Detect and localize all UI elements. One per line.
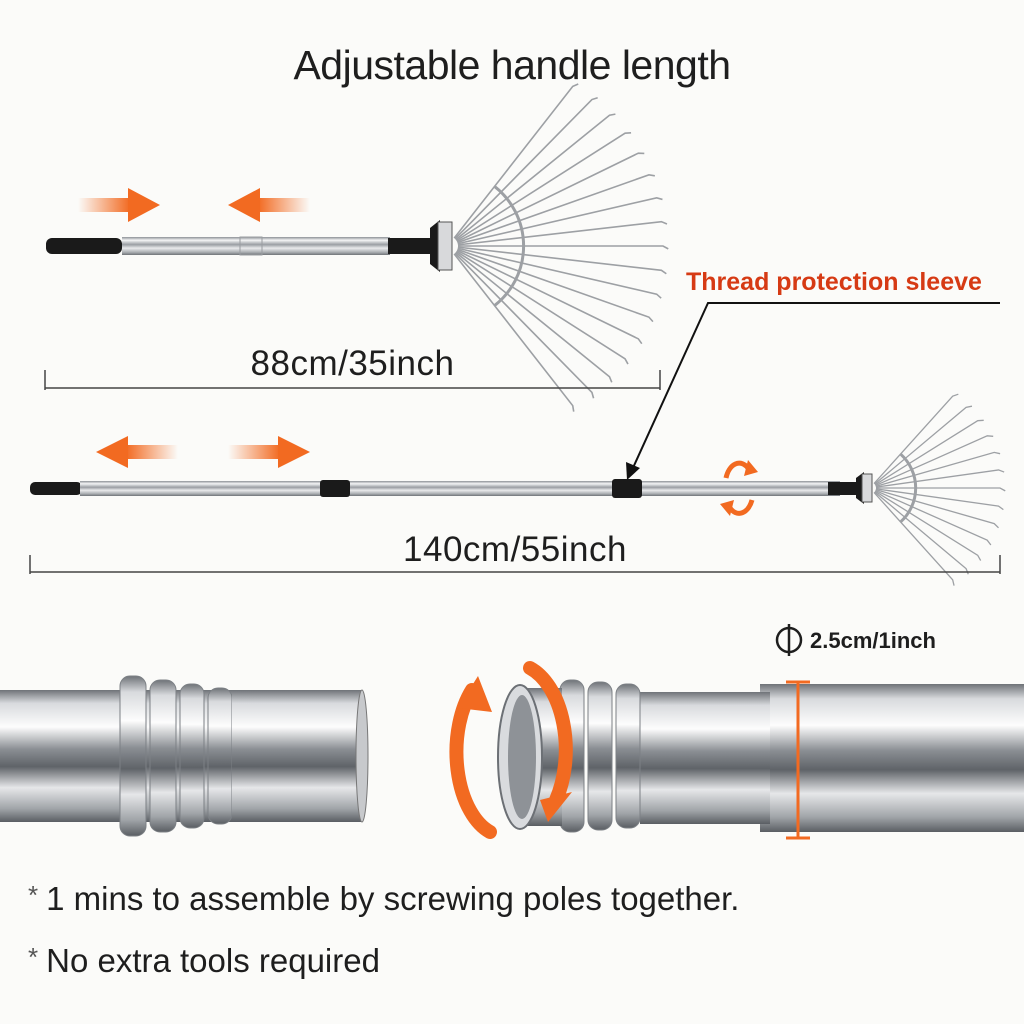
rake-tine (873, 393, 959, 484)
sleeve-label: Thread protection sleeve (686, 268, 982, 296)
rake-tine (875, 435, 994, 487)
note-tools: *No extra tools required (28, 942, 380, 980)
diameter-label: 2.5cm/1inch (810, 628, 936, 653)
rake-tine (457, 248, 654, 323)
rake-tine (875, 488, 1004, 511)
bullet: * (28, 942, 39, 972)
rotate-icon (720, 460, 758, 516)
tine-brace (899, 452, 918, 524)
note-text: No extra tools required (46, 942, 380, 979)
rake-tines (453, 83, 669, 412)
bullet: * (28, 880, 39, 910)
rake-tine (457, 220, 668, 246)
rake-tine (457, 247, 662, 299)
rake-tine (876, 487, 1006, 492)
note-text: 1 mins to assemble by screwing poles tog… (46, 880, 740, 917)
sleeve-callout-line (626, 302, 1000, 480)
note-assembly: *1 mins to assemble by screwing poles to… (28, 880, 739, 918)
rake-tine (874, 419, 984, 486)
dimension-line-short (44, 370, 661, 390)
rake-short (46, 83, 669, 412)
extend-arrows-icon (96, 436, 310, 468)
diameter-marker (786, 680, 810, 840)
rake-tine (875, 469, 1005, 488)
grip (46, 238, 122, 254)
rake-tine (457, 196, 663, 245)
pole (122, 237, 390, 255)
page-title: Adjustable handle length (293, 42, 731, 88)
dimension-line-long (29, 555, 1001, 574)
thread-protection-sleeve (612, 479, 642, 498)
short-length-label: 88cm/35inch (250, 344, 455, 383)
rake-tines (873, 393, 1006, 586)
diameter-icon (775, 624, 803, 656)
threaded-pole-closeup (0, 675, 369, 837)
rake-tine (458, 245, 669, 250)
socket-pole-closeup (449, 661, 1024, 840)
rake-tine (457, 246, 667, 275)
rake-tine (456, 152, 645, 243)
shrink-arrows-icon (78, 188, 310, 222)
rake-long (30, 393, 1006, 586)
rake-tine (456, 249, 643, 345)
long-length-label: 140cm/55inch (403, 530, 627, 569)
tine-brace (493, 185, 526, 307)
rotate-icon (449, 661, 573, 839)
thread-rings (119, 675, 233, 837)
rake-tine (457, 174, 655, 244)
